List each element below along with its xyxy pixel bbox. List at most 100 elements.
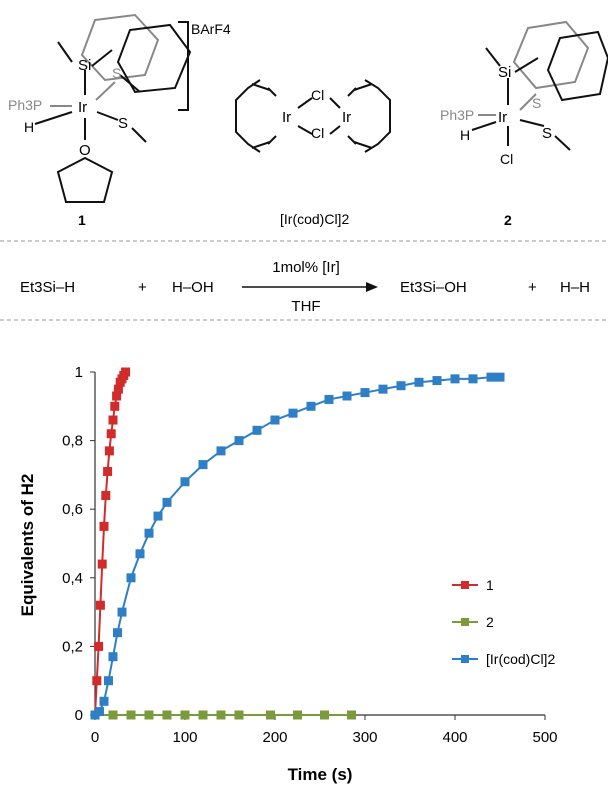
atom-s-back-2: S — [532, 95, 541, 111]
legend-label: 1 — [486, 577, 494, 593]
data-point — [121, 367, 131, 377]
y-tick-label: 0 — [75, 707, 83, 724]
data-point — [288, 408, 298, 418]
atom-ir: Ir — [78, 99, 87, 116]
y-tick-label: 0,4 — [62, 570, 83, 587]
data-point — [153, 511, 163, 521]
svg-text:BArF4: BArF4 — [191, 21, 231, 37]
data-point — [266, 710, 275, 720]
plus-1: + — [138, 279, 147, 296]
data-point — [104, 676, 113, 686]
x-tick-label: 400 — [442, 729, 467, 746]
plus-2: + — [528, 279, 537, 296]
data-point — [99, 696, 109, 706]
reactant-2: H–OH — [172, 279, 214, 296]
atom-cl-top: Cl — [311, 87, 324, 103]
data-point — [234, 710, 244, 720]
data-point — [108, 710, 118, 720]
data-point — [293, 710, 302, 720]
reactant-1: Et3Si–H — [20, 279, 75, 296]
data-point — [495, 372, 505, 382]
data-point — [320, 710, 329, 720]
compound-number-1: 1 — [78, 212, 86, 228]
data-point — [198, 710, 208, 720]
data-point — [92, 676, 102, 686]
data-point — [126, 710, 136, 720]
data-point — [95, 600, 105, 610]
data-point — [342, 391, 352, 401]
data-point — [95, 707, 104, 717]
data-point — [106, 429, 116, 439]
catalyst-label: 1mol% [Ir] — [272, 259, 340, 276]
data-point — [378, 384, 388, 394]
legend-label: [Ir(cod)Cl]2 — [486, 651, 555, 667]
y-axis-label: Equivalents of H2 — [18, 474, 37, 617]
data-point — [103, 466, 113, 476]
legend-marker — [461, 655, 469, 663]
counterion: BArF4 — [191, 21, 231, 37]
solvent-label: THF — [291, 298, 320, 315]
data-point — [135, 549, 145, 559]
data-point — [110, 401, 120, 411]
data-point — [324, 394, 334, 404]
data-point — [162, 710, 172, 720]
atom-ir-2: Ir — [498, 109, 507, 126]
data-point — [468, 374, 478, 384]
data-point — [432, 376, 442, 386]
data-point — [252, 425, 262, 435]
product-2: H–H — [560, 279, 590, 296]
series-line — [94, 376, 500, 716]
reaction-scheme: Et3Si–H + H–OH 1mol% [Ir] THF Et3Si–OH +… — [20, 259, 590, 315]
atom-ir-left: Ir — [282, 109, 291, 126]
data-point — [108, 415, 118, 425]
atom-ir-right: Ir — [342, 109, 351, 126]
data-point — [396, 381, 406, 391]
data-point — [162, 497, 172, 507]
data-point — [113, 628, 122, 638]
legend-marker — [461, 581, 469, 589]
data-point — [216, 446, 226, 456]
data-point — [234, 436, 244, 446]
series-2 — [90, 710, 356, 720]
data-point — [347, 710, 356, 720]
structure-1: BArF4 Si Ir S S Ph3P H O 1 — [8, 13, 231, 228]
data-point — [104, 446, 114, 456]
atom-s-back: S — [112, 65, 121, 81]
data-point — [108, 652, 118, 662]
data-point — [360, 388, 370, 398]
data-point — [486, 372, 496, 382]
structure-2: Si Ir S S Ph3P H Cl 2 — [440, 20, 608, 228]
data-point — [270, 415, 280, 425]
x-tick-label: 500 — [532, 729, 557, 746]
atom-si: Si — [78, 57, 91, 74]
compound-number-2: 2 — [504, 212, 512, 228]
y-tick-label: 1 — [75, 364, 83, 381]
ligand-pph3-2: Ph3P — [440, 107, 474, 123]
reaction-arrow-head — [366, 282, 378, 292]
data-point — [97, 559, 107, 569]
data-point — [414, 377, 424, 387]
data-point — [117, 607, 127, 617]
legend: 1 2 [Ir(cod)Cl]2 — [452, 577, 555, 667]
data-point — [180, 710, 190, 720]
x-tick-label: 0 — [91, 729, 99, 746]
atom-h-2: H — [460, 127, 470, 143]
data-point — [180, 477, 190, 487]
x-axis-label: Time (s) — [288, 765, 353, 784]
y-tick-label: 0,2 — [62, 638, 83, 655]
legend-label: 2 — [486, 614, 494, 630]
ligand-pph3: Ph3P — [8, 97, 42, 113]
data-point — [216, 710, 226, 720]
data-point — [144, 710, 154, 720]
data-point — [198, 460, 208, 470]
x-tick-label: 300 — [352, 729, 377, 746]
atom-s-front: S — [118, 115, 128, 132]
atom-h: H — [24, 119, 34, 135]
atom-s-front-2: S — [542, 125, 552, 142]
data-point — [101, 490, 111, 500]
data-point — [450, 374, 460, 384]
product-1: Et3Si–OH — [400, 279, 467, 296]
data-point — [94, 641, 104, 651]
